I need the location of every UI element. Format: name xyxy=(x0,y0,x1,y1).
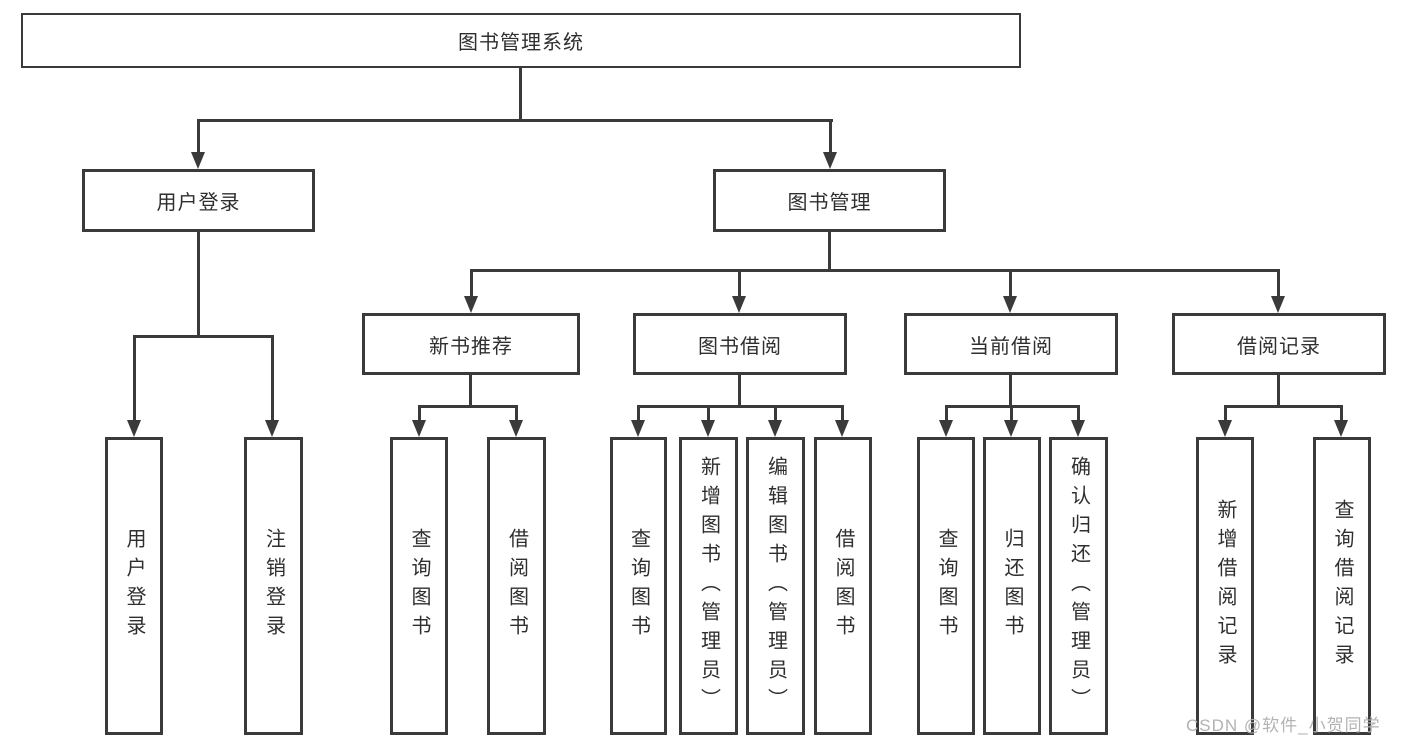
leaf-label: 查询图书 xyxy=(935,528,957,644)
arrow-down-icon xyxy=(127,420,141,437)
connector-line xyxy=(637,405,640,421)
connector-line xyxy=(945,405,948,421)
connector-line xyxy=(470,269,473,297)
node-borrow-record-branch: 借阅记录 xyxy=(1172,313,1386,375)
connector-line xyxy=(1009,375,1012,407)
connector-line xyxy=(197,232,200,338)
connector-line xyxy=(519,68,522,120)
connector-line xyxy=(774,405,777,421)
connector-line xyxy=(1224,405,1227,421)
leaf-label: 查询借阅记录 xyxy=(1331,499,1353,673)
connector-line xyxy=(1277,375,1280,407)
node-new-book-branch: 新书推荐 xyxy=(362,313,580,375)
leaf-label: 确认归还（管理员） xyxy=(1067,455,1090,717)
connector-line xyxy=(515,405,518,421)
arrow-down-icon xyxy=(1218,420,1232,437)
leaf-query-borrow-record: 查询借阅记录 xyxy=(1313,437,1371,735)
leaf-return-books: 归还图书 xyxy=(983,437,1041,735)
connector-line xyxy=(637,405,844,408)
connector-line xyxy=(707,405,710,421)
leaf-user-login: 用户登录 xyxy=(105,437,163,735)
connector-line xyxy=(469,375,472,407)
leaf-confirm-return-admin: 确认归还（管理员） xyxy=(1049,437,1108,735)
connector-line xyxy=(197,119,833,122)
arrow-down-icon xyxy=(1271,296,1285,313)
arrow-down-icon xyxy=(191,152,205,169)
arrow-down-icon xyxy=(1071,420,1085,437)
arrow-down-icon xyxy=(631,420,645,437)
arrow-down-icon xyxy=(732,296,746,313)
leaf-add-book-admin: 新增图书（管理员） xyxy=(679,437,738,735)
arrow-down-icon xyxy=(823,152,837,169)
arrow-down-icon xyxy=(1334,420,1348,437)
node-library-system: 图书管理系统 xyxy=(21,13,1021,68)
arrow-down-icon xyxy=(1003,296,1017,313)
leaf-add-borrow-record: 新增借阅记录 xyxy=(1196,437,1254,735)
leaf-label: 查询图书 xyxy=(408,528,430,644)
leaf-query-books-borrow: 查询图书 xyxy=(610,437,667,735)
connector-line xyxy=(829,119,832,153)
leaf-label: 编辑图书（管理员） xyxy=(764,455,787,717)
leaf-label: 归还图书 xyxy=(1001,528,1023,644)
connector-line xyxy=(841,405,844,421)
arrow-down-icon xyxy=(265,420,279,437)
arrow-down-icon xyxy=(939,420,953,437)
connector-line xyxy=(470,269,1280,272)
arrow-down-icon xyxy=(412,420,426,437)
node-current-borrow-branch: 当前借阅 xyxy=(904,313,1118,375)
node-label: 图书管理系统 xyxy=(458,32,584,54)
connector-line xyxy=(738,269,741,297)
node-label: 当前借阅 xyxy=(969,335,1053,358)
connector-line xyxy=(418,405,421,421)
connector-line xyxy=(1077,405,1080,421)
leaf-label: 借阅图书 xyxy=(832,528,854,644)
connector-line xyxy=(133,335,273,338)
leaf-query-books-newbook: 查询图书 xyxy=(390,437,448,735)
arrow-down-icon xyxy=(768,420,782,437)
connector-line xyxy=(133,335,136,421)
connector-line xyxy=(828,232,831,271)
node-label: 图书管理 xyxy=(787,192,872,214)
leaf-label: 查询图书 xyxy=(627,528,650,644)
connector-line xyxy=(271,335,274,421)
leaf-edit-book-admin: 编辑图书（管理员） xyxy=(746,437,805,735)
csdn-watermark: CSDN @软件_小贺同学 xyxy=(1186,716,1381,735)
node-label: 新书推荐 xyxy=(429,335,513,358)
node-book-borrow-branch: 图书借阅 xyxy=(633,313,847,375)
connector-line xyxy=(1010,405,1013,421)
arrow-down-icon xyxy=(509,420,523,437)
leaf-label: 用户登录 xyxy=(123,528,145,644)
connector-line xyxy=(197,119,200,153)
leaf-label: 注销登录 xyxy=(262,528,285,644)
leaf-logout: 注销登录 xyxy=(244,437,303,735)
connector-line xyxy=(418,405,518,408)
leaf-borrow-books-newbook: 借阅图书 xyxy=(487,437,546,735)
connector-line xyxy=(1009,269,1012,297)
node-book-management-branch: 图书管理 xyxy=(713,169,946,232)
connector-line xyxy=(1224,405,1342,408)
leaf-query-books-current: 查询图书 xyxy=(917,437,975,735)
arrow-down-icon xyxy=(1004,420,1018,437)
node-label: 图书借阅 xyxy=(698,335,782,358)
leaf-borrow-books: 借阅图书 xyxy=(814,437,872,735)
leaf-label: 新增图书（管理员） xyxy=(697,455,720,717)
leaf-label: 借阅图书 xyxy=(505,528,528,644)
connector-line xyxy=(738,375,741,407)
node-label: 用户登录 xyxy=(156,192,241,214)
arrow-down-icon xyxy=(464,296,478,313)
leaf-label: 新增借阅记录 xyxy=(1214,499,1236,673)
node-label: 借阅记录 xyxy=(1237,335,1321,358)
connector-line xyxy=(1340,405,1343,421)
arrow-down-icon xyxy=(835,420,849,437)
node-user-login-branch: 用户登录 xyxy=(82,169,315,232)
connector-line xyxy=(1277,269,1280,297)
arrow-down-icon xyxy=(701,420,715,437)
